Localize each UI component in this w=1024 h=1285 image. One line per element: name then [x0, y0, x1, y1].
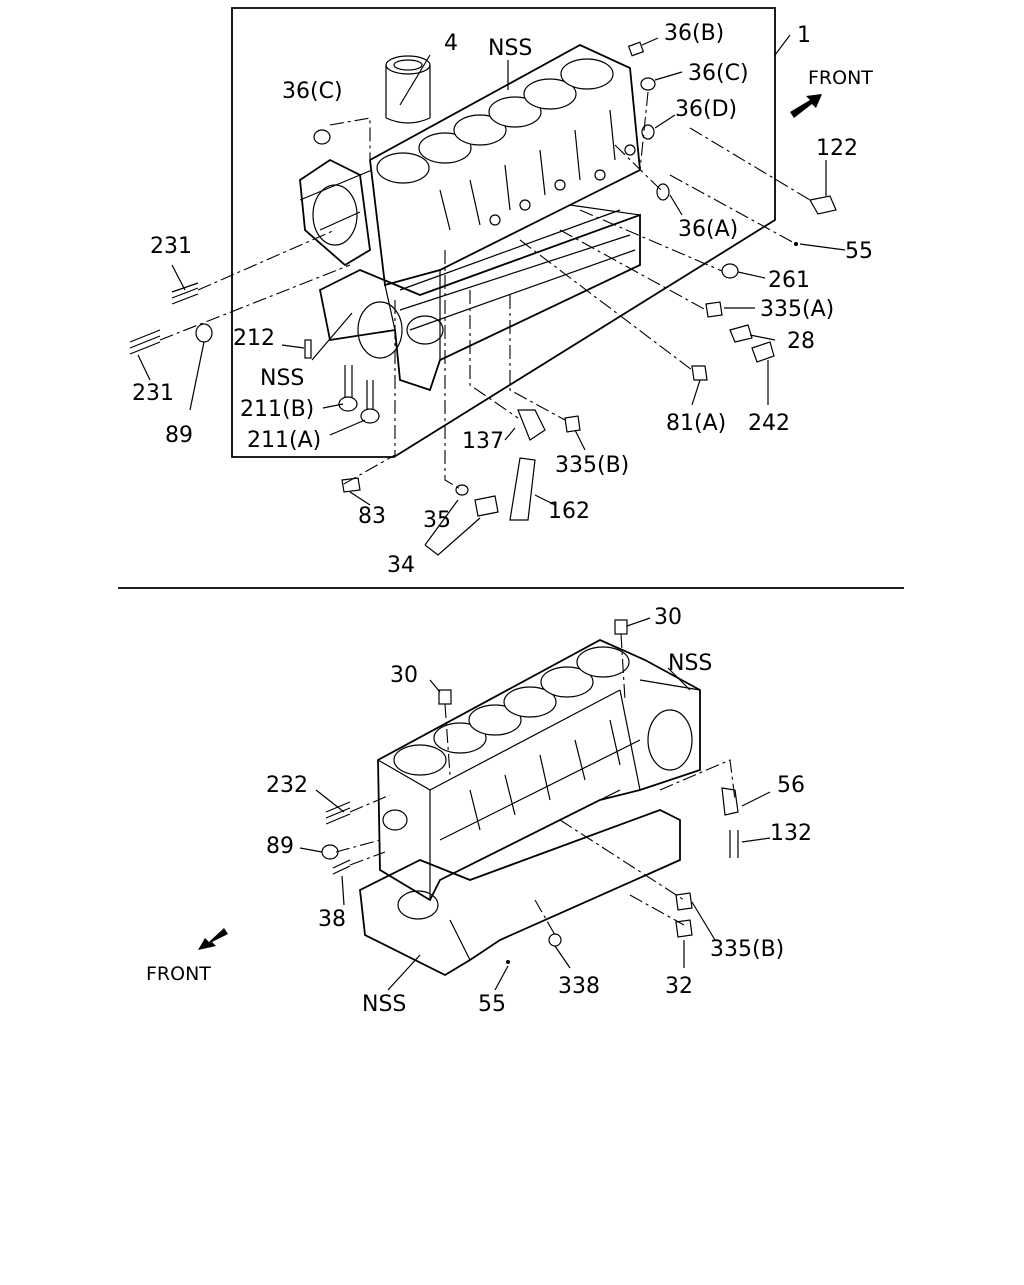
callout-56: 56: [777, 773, 805, 798]
callout-1: 1: [797, 23, 811, 48]
callout-338: 338: [558, 974, 600, 999]
callout-122: 122: [816, 136, 858, 161]
callout-242: 242: [748, 411, 790, 436]
engine-block-bottom: [359, 638, 701, 977]
callout-89: 89: [165, 423, 193, 448]
bottom-diagram: FRONT 30 30 NSS 232 56 132 89 38 335(B) …: [146, 605, 812, 1017]
callout-162: 162: [548, 499, 590, 524]
cylinder-liner: [385, 55, 431, 124]
engine-block-top: [299, 43, 641, 392]
callout-35: 35: [423, 508, 451, 533]
callout-232: 232: [266, 773, 308, 798]
callout-137: 137: [462, 429, 504, 454]
front-label: FRONT: [146, 963, 211, 985]
callout-36c: 36(C): [688, 61, 749, 86]
callout-231: 231: [132, 381, 174, 406]
callout-335b: 335(B): [555, 453, 629, 478]
callout-nss: NSS: [362, 992, 406, 1017]
front-arrow-icon: [198, 928, 228, 950]
callout-211a: 211(A): [247, 428, 321, 453]
callout-83: 83: [358, 504, 386, 529]
callout-4: 4: [444, 31, 458, 56]
callout-36c: 36(C): [282, 79, 343, 104]
callout-55: 55: [478, 992, 506, 1017]
callout-36d: 36(D): [675, 97, 737, 122]
leader-lines-top: [137, 34, 846, 556]
callout-89: 89: [266, 834, 294, 859]
assembly-frame: [231, 7, 776, 458]
callout-335a: 335(A): [760, 297, 834, 322]
callout-30: 30: [390, 663, 418, 688]
callout-nss: NSS: [488, 36, 532, 61]
callouts-bottom: 30 30 NSS 232 56 132 89 38 335(B) 338 32…: [266, 605, 812, 1017]
callout-nss: NSS: [668, 651, 712, 676]
small-parts-top: [129, 41, 837, 521]
callout-132: 132: [770, 821, 812, 846]
callout-30: 30: [654, 605, 682, 630]
callout-261: 261: [768, 268, 810, 293]
callout-38: 38: [318, 907, 346, 932]
callout-32: 32: [665, 974, 693, 999]
callout-212: 212: [233, 326, 275, 351]
callout-36a: 36(A): [678, 217, 738, 242]
callout-81a: 81(A): [666, 411, 726, 436]
front-arrow-icon: [790, 94, 822, 118]
callout-231: 231: [150, 234, 192, 259]
top-diagram: FRONT 1 4 NSS 36(B) 36(C) 36(C) 36(D) 12…: [129, 7, 873, 578]
callout-28: 28: [787, 329, 815, 354]
callout-nss: NSS: [260, 366, 304, 391]
front-label: FRONT: [808, 67, 873, 89]
leader-lines-bottom: [299, 617, 771, 991]
callout-36b: 36(B): [664, 21, 724, 46]
callout-34: 34: [387, 553, 415, 578]
callouts-top: 1 4 NSS 36(B) 36(C) 36(C) 36(D) 122 36(A…: [132, 21, 873, 578]
callout-55: 55: [845, 239, 873, 264]
callout-211b: 211(B): [240, 397, 314, 422]
callout-335b: 335(B): [710, 937, 784, 962]
